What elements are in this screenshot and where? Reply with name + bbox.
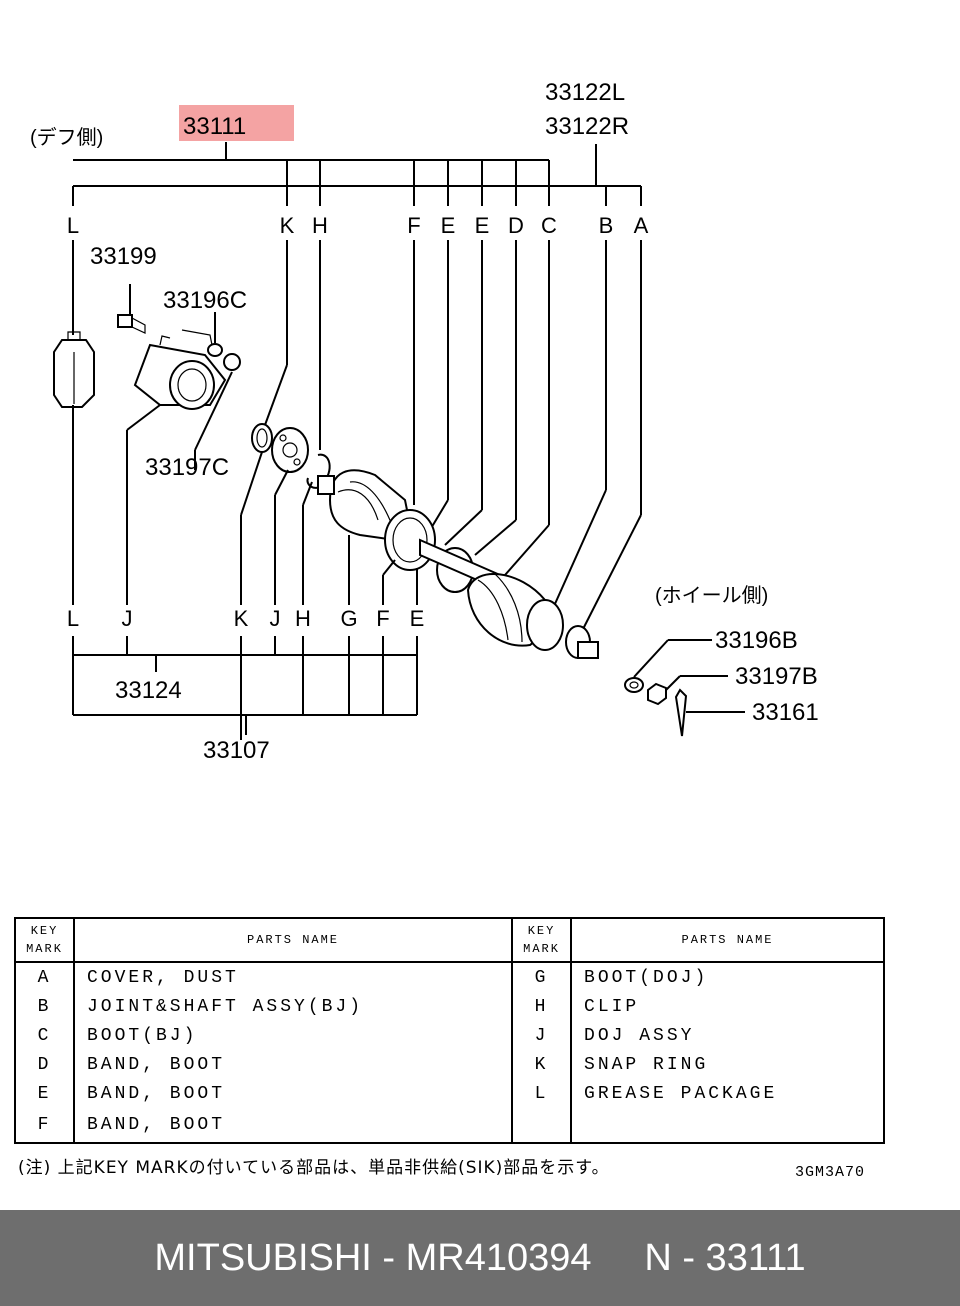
footer-ref: N - 33111 <box>644 1236 806 1279</box>
drawing-code: 3GM3A70 <box>795 1164 866 1181</box>
key-cell: K <box>511 1050 573 1079</box>
table-row: F BAND, BOOT <box>14 1108 885 1143</box>
bolt-icon <box>117 284 146 334</box>
name-cell: BAND, BOOT <box>72 1050 514 1079</box>
key-letter-E2-top: E <box>475 213 490 238</box>
name-cell: JOINT&SHAFT ASSY(BJ) <box>72 992 514 1021</box>
washer-nut-c-icon <box>194 312 241 470</box>
key-letter-E-bottom: E <box>410 606 425 631</box>
grease-package-icon <box>53 331 95 408</box>
key-letter-G-bottom: G <box>340 606 357 631</box>
name-cell: SNAP RING <box>570 1050 885 1079</box>
snap-ring-icon <box>251 423 273 453</box>
leader-lines-top <box>72 240 642 636</box>
name-cell: CLIP <box>570 992 885 1021</box>
table-row: E BAND, BOOT L GREASE PACKAGE <box>14 1079 885 1108</box>
key-cell: J <box>511 1021 573 1050</box>
parts-name-header-left: PARTS NAME <box>72 918 514 963</box>
footer-separator: - <box>371 1236 406 1279</box>
table-row: D BAND, BOOT K SNAP RING <box>14 1050 885 1079</box>
key-letter-F-top: F <box>407 213 420 238</box>
key-letter-K-top: K <box>280 213 295 238</box>
part-number-33196C[interactable]: 33196C <box>163 287 247 314</box>
diff-side-label: (デフ側) <box>30 126 103 149</box>
key-cell: B <box>14 992 75 1021</box>
washer-nut-b-icon <box>624 639 745 737</box>
key-letter-F-bottom: F <box>376 606 389 631</box>
top-bracket <box>72 142 642 206</box>
key-letter-B-top: B <box>599 213 614 238</box>
part-number-33111[interactable]: 33111 <box>183 113 246 140</box>
bottom-key-letters: L J K J H G F E <box>67 606 424 631</box>
name-cell: BOOT(BJ) <box>72 1021 514 1050</box>
key-cell: D <box>14 1050 75 1079</box>
name-cell: BOOT(DOJ) <box>570 962 885 992</box>
name-cell: COVER, DUST <box>72 962 514 992</box>
inner-joint-icon <box>271 427 309 473</box>
key-letter-J2-bottom: J <box>270 606 281 631</box>
wheel-side-label: (ホイール側) <box>655 584 768 607</box>
key-cell: A <box>14 962 75 992</box>
key-letter-E-top: E <box>441 213 456 238</box>
key-cell: L <box>511 1079 573 1108</box>
key-letter-H-bottom: H <box>295 606 311 631</box>
part-number-33197B[interactable]: 33197B <box>735 663 818 690</box>
footer-brand: MITSUBISHI <box>154 1236 372 1279</box>
key-letter-H-top: H <box>312 213 328 238</box>
name-cell: BAND, BOOT <box>72 1108 514 1143</box>
key-letter-J-bottom: J <box>122 606 133 631</box>
key-letter-D-top: D <box>508 213 524 238</box>
exploded-parts-diagram: 33111 (デフ側) 33122L 33122R L K H F E E D … <box>30 79 819 764</box>
key-cell: E <box>14 1079 75 1108</box>
part-number-33199[interactable]: 33199 <box>90 243 157 270</box>
key-letter-A-top: A <box>634 213 649 238</box>
footer-part-number: MR410394 <box>405 1236 592 1279</box>
key-cell: F <box>14 1108 75 1143</box>
name-cell: DOJ ASSY <box>570 1021 885 1050</box>
key-cell: H <box>511 992 573 1021</box>
top-key-letters: L K H F E E D C B A <box>67 213 649 238</box>
parts-name-header-right: PARTS NAME <box>570 918 885 963</box>
table-row: B JOINT&SHAFT ASSY(BJ) H CLIP <box>14 992 885 1021</box>
key-letter-K-bottom: K <box>234 606 249 631</box>
name-cell <box>570 1108 885 1143</box>
part-number-33196B[interactable]: 33196B <box>715 627 798 654</box>
highlight-box[interactable] <box>179 105 294 141</box>
outer-joint-icon <box>526 599 599 659</box>
key-cell: C <box>14 1021 75 1050</box>
part-number-33124[interactable]: 33124 <box>115 677 182 704</box>
part-number-33122R[interactable]: 33122R <box>545 113 629 140</box>
key-letter-L-top: L <box>67 213 79 238</box>
table-row: A COVER, DUST G BOOT(DOJ) <box>14 962 885 992</box>
part-number-33122L[interactable]: 33122L <box>545 79 625 106</box>
doj-housing-icon <box>133 329 227 410</box>
part-number-33107[interactable]: 33107 <box>203 737 270 764</box>
table-row: C BOOT(BJ) J DOJ ASSY <box>14 1021 885 1050</box>
leader-lines-bottom <box>72 404 418 605</box>
part-number-33161[interactable]: 33161 <box>752 699 819 726</box>
footnote: (注) 上記KEY MARKの付いている部品は、単品非供給(SIK)部品を示す。 <box>18 1158 610 1178</box>
key-cell: G <box>511 962 573 992</box>
part-number-33197C[interactable]: 33197C <box>145 454 229 481</box>
footer-gap <box>592 1237 645 1280</box>
bottom-bracket <box>72 636 418 740</box>
key-cell <box>511 1108 573 1143</box>
name-cell: BAND, BOOT <box>72 1079 514 1108</box>
key-letter-C-top: C <box>541 213 557 238</box>
key-letter-L-bottom: L <box>67 606 79 631</box>
name-cell: GREASE PACKAGE <box>570 1079 885 1108</box>
footer-banner: MITSUBISHI - MR410394 N - 33111 <box>0 1210 960 1306</box>
